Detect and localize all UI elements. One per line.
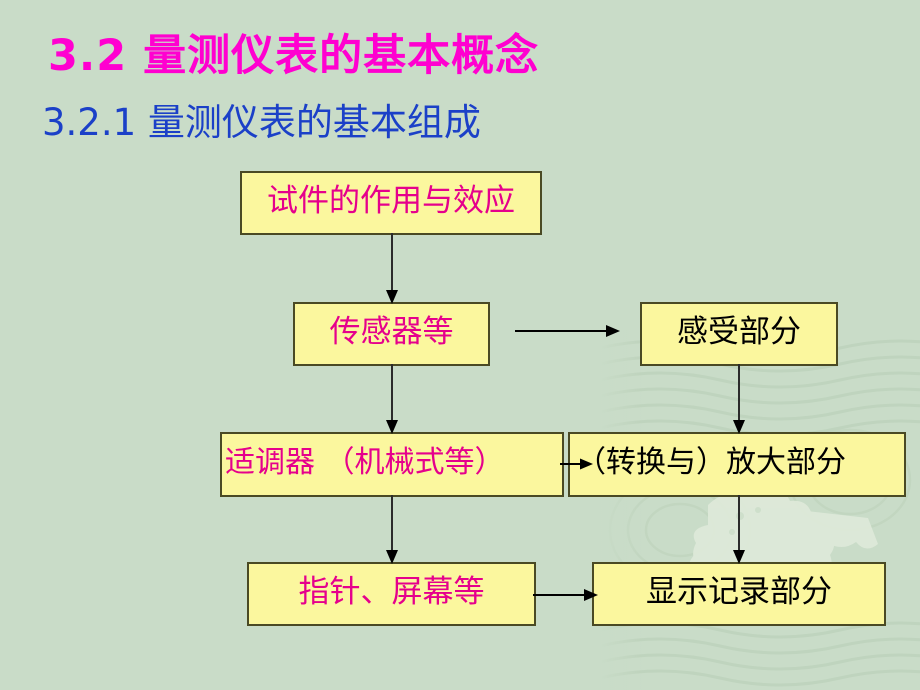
arrow-indicator-to-display-icon xyxy=(533,586,599,604)
flow-node-sensor-label: 传感器等 xyxy=(329,314,454,350)
arrow-conditioner-to-indicator-icon xyxy=(383,495,401,565)
flow-node-indicator[interactable]: 指针、屏幕等 xyxy=(247,562,536,626)
flow-node-conditioner-label: 适调器 （机械式等） xyxy=(225,445,505,480)
flow-node-display[interactable]: 显示记录部分 xyxy=(592,562,886,626)
flow-node-stimulus[interactable]: 试件的作用与效应 xyxy=(240,171,542,235)
flow-node-sensing[interactable]: 感受部分 xyxy=(640,302,838,366)
background-watermark-ornament xyxy=(600,330,920,690)
flow-node-sensor[interactable]: 传感器等 xyxy=(293,302,490,366)
flow-node-sensing-label: 感受部分 xyxy=(677,314,801,350)
flow-node-stimulus-label: 试件的作用与效应 xyxy=(267,183,515,219)
arrow-sensing-to-amplifier-icon xyxy=(730,364,748,435)
flow-node-amplifier[interactable]: （转换与）放大部分 xyxy=(568,432,906,497)
flow-node-conditioner[interactable]: 适调器 （机械式等） xyxy=(220,432,564,497)
arrow-sensor-to-sensing-icon xyxy=(515,322,621,340)
arrow-stimulus-to-sensor-icon xyxy=(383,233,401,305)
flow-node-indicator-label: 指针、屏幕等 xyxy=(298,574,485,610)
slide-title-sub: 3.2.1 量测仪表的基本组成 xyxy=(42,101,481,144)
arrow-sensor-to-conditioner-icon xyxy=(383,364,401,435)
flow-node-display-label: 显示记录部分 xyxy=(646,574,832,610)
slide-title-main: 3.2 量测仪表的基本概念 xyxy=(48,31,540,81)
flow-node-amplifier-label: （转换与）放大部分 xyxy=(576,445,846,480)
arrow-amplifier-to-display-icon xyxy=(730,495,748,565)
